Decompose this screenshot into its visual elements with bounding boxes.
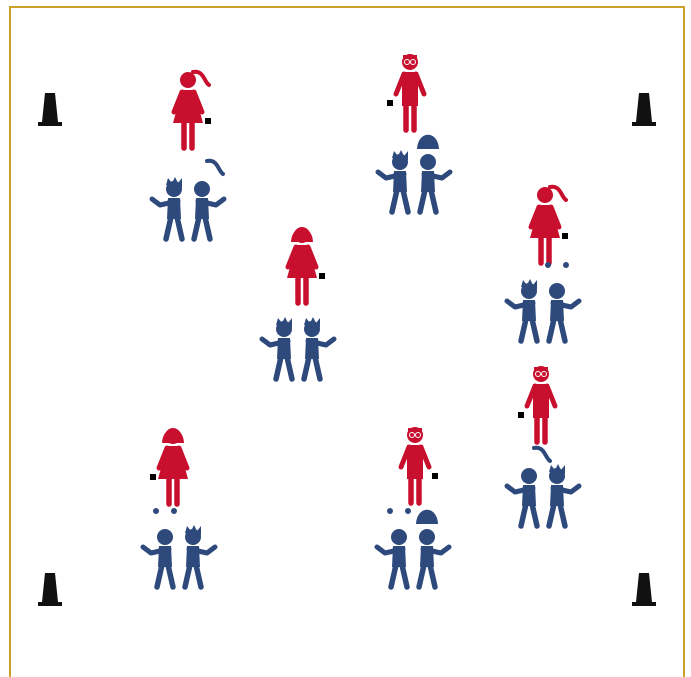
player-3-1-icon: [262, 317, 292, 379]
leader-5-icon: [518, 366, 555, 442]
player-1-1-icon: [152, 177, 182, 239]
ball-icon: [562, 233, 568, 239]
player-6-2-icon: [185, 525, 215, 587]
player-2-1-icon: [378, 150, 408, 212]
group-3: [262, 227, 334, 379]
group-7: [377, 427, 449, 587]
player-3-2-icon: [304, 317, 334, 379]
leader-4-icon: [530, 187, 568, 263]
group-1: [152, 72, 224, 239]
cones-layer: [38, 93, 656, 606]
player-4-1-icon: [507, 279, 537, 341]
ball-icon: [205, 118, 211, 124]
ball-icon: [387, 100, 393, 106]
leader-3-icon: [287, 227, 325, 303]
leader-1-icon: [173, 72, 211, 148]
ball-icon: [150, 474, 156, 480]
groups-layer: [143, 54, 579, 587]
cone-icon: [632, 573, 656, 606]
field-boundary: [10, 7, 684, 677]
player-5-2-icon: [549, 464, 579, 526]
player-2-2-icon: [417, 135, 450, 212]
player-5-1-icon: [507, 448, 550, 526]
cone-icon: [632, 93, 656, 126]
ball-icon: [518, 412, 524, 418]
player-1-2-icon: [194, 161, 224, 239]
group-2: [378, 54, 450, 212]
player-4-2-icon: [545, 262, 579, 341]
leader-6-icon: [150, 428, 188, 504]
ball-icon: [432, 473, 438, 479]
cone-icon: [38, 573, 62, 606]
group-6: [143, 428, 215, 587]
leader-7-icon: [401, 427, 438, 503]
player-7-1-icon: [377, 508, 411, 587]
leader-2-icon: [387, 54, 424, 130]
ball-icon: [319, 273, 325, 279]
group-5: [507, 366, 579, 526]
player-7-2-icon: [416, 510, 449, 587]
cone-icon: [38, 93, 62, 126]
group-4: [507, 187, 579, 341]
player-6-1-icon: [143, 508, 177, 587]
